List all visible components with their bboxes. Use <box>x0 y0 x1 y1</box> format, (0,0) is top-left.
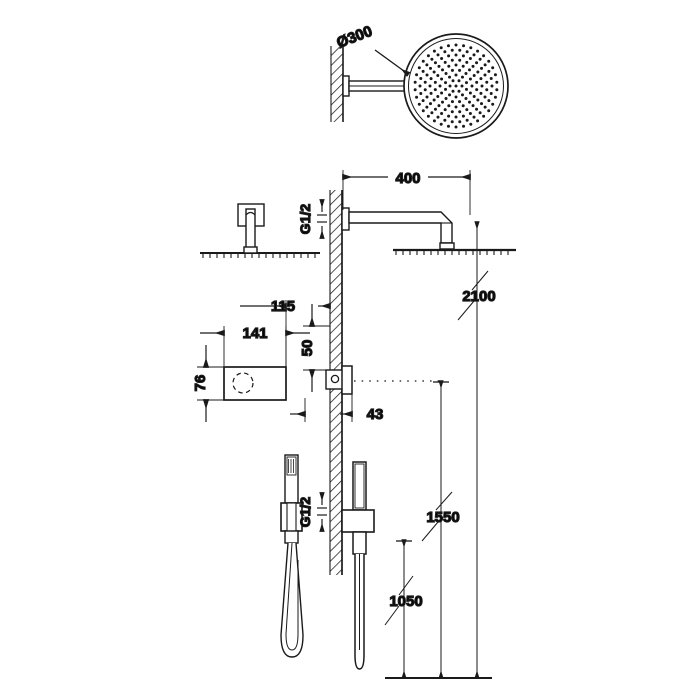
hand-shower-right-assembly <box>341 461 375 670</box>
top-view-wall <box>330 46 344 122</box>
top-view-shower-arm <box>342 75 408 97</box>
dimension-thread-top <box>317 199 327 239</box>
dim-label-1550: 1550 <box>426 509 459 526</box>
dim-label-thread-bottom: G1/2 <box>297 497 313 528</box>
overhead-shower-arm <box>341 207 455 250</box>
dimension-43 <box>290 394 353 422</box>
dimension-2100 <box>457 221 489 679</box>
dimension-thread-bottom <box>317 492 327 532</box>
wall-outlet-elbow <box>325 365 353 395</box>
dim-label-76: 76 <box>192 375 209 392</box>
dim-label-115: 115 <box>271 298 295 315</box>
dimension-76 <box>197 345 228 422</box>
square-overhead-shower-head <box>393 248 516 255</box>
dimension-1550 <box>421 380 453 679</box>
dim-label-thread-top: G1/2 <box>297 204 313 235</box>
dimension-50 <box>303 304 330 392</box>
hand-shower-left-assembly <box>280 454 304 658</box>
dim-label-400: 400 <box>395 170 420 187</box>
dim-label-141: 141 <box>242 325 267 342</box>
mixer-control-plate <box>223 366 287 401</box>
dim-label-43: 43 <box>367 406 384 423</box>
dimension-1050 <box>384 539 414 679</box>
dim-label-diameter: Ø300 <box>334 23 374 52</box>
shower-head-nozzles <box>413 43 499 129</box>
dimension-141 <box>200 326 310 366</box>
dimension-400 <box>342 170 471 215</box>
diameter-leader <box>374 49 411 77</box>
dim-label-1050: 1050 <box>389 593 422 610</box>
ceiling-mount-detail <box>200 203 320 258</box>
dim-label-2100: 2100 <box>462 288 495 305</box>
dim-label-50: 50 <box>299 340 316 357</box>
